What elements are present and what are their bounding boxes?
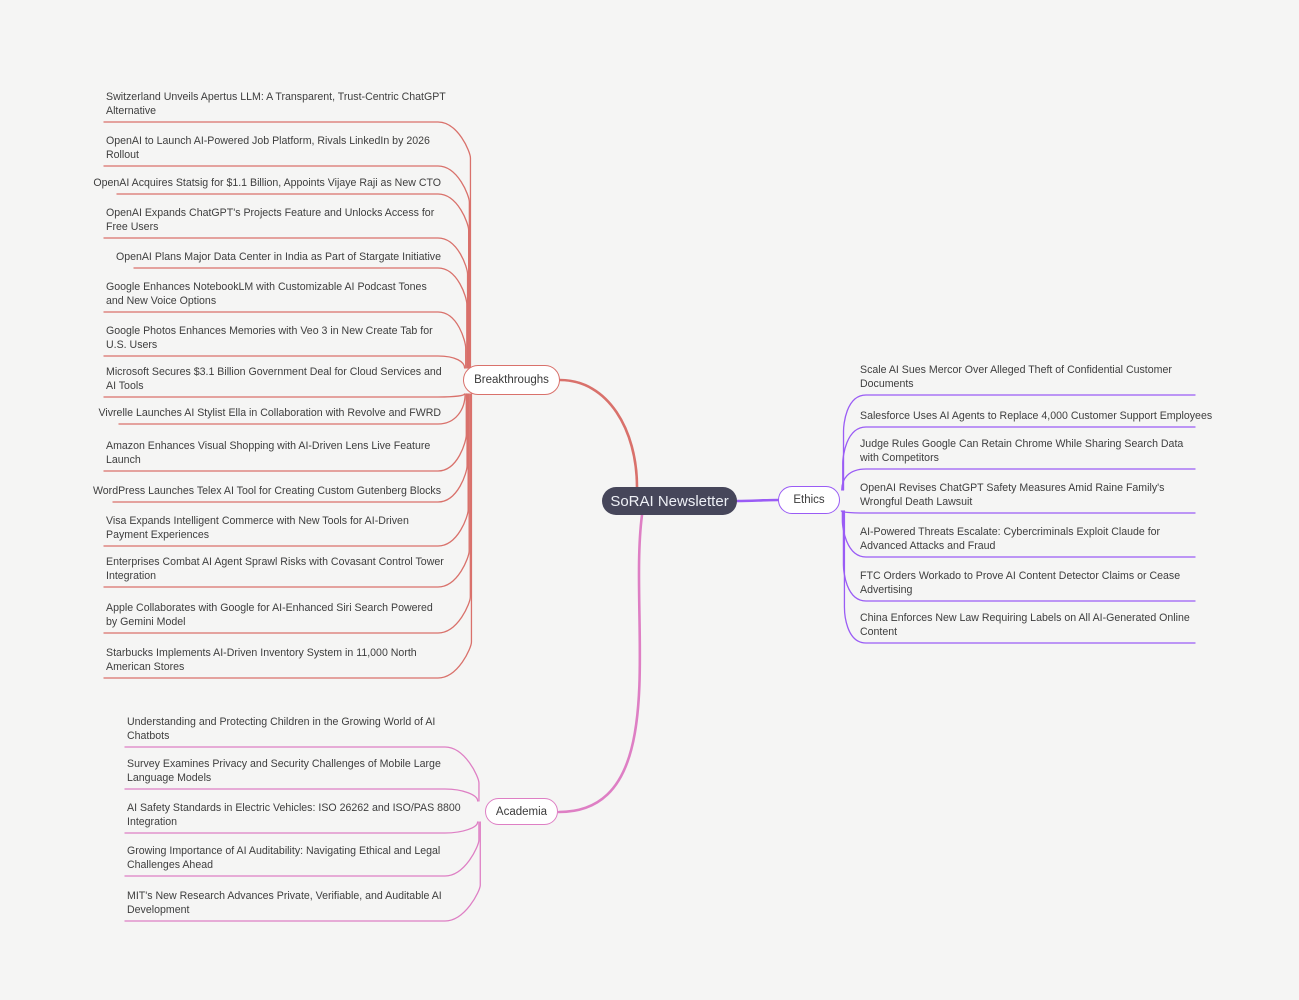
mindmap-item[interactable]: Salesforce Uses AI Agents to Replace 4,0… (860, 410, 1213, 422)
item-link (103, 393, 470, 588)
item-link (133, 267, 468, 369)
item-link (124, 746, 480, 802)
item-link (103, 237, 469, 369)
item-link (103, 393, 469, 547)
mindmap-item[interactable]: Visa Expands Intelligent Commerce with N… (106, 515, 409, 541)
item-link (842, 510, 1196, 602)
mindmap-item[interactable]: Scale AI Sues Mercor Over Alleged Theft … (860, 364, 1172, 390)
item-link (124, 821, 479, 834)
item-link (103, 121, 472, 369)
mindmap-item[interactable]: Switzerland Unveils Apertus LLM: A Trans… (106, 91, 446, 117)
item-link (103, 393, 466, 398)
mindmap-item[interactable]: Google Enhances NotebookLM with Customiz… (106, 281, 427, 307)
mindmap-item[interactable]: OpenAI Revises ChatGPT Safety Measures A… (860, 482, 1165, 508)
mindmap-item[interactable]: AI Safety Standards in Electric Vehicles… (127, 802, 461, 828)
item-link (103, 393, 467, 472)
item-link (841, 510, 1196, 558)
root-node[interactable]: SoRAI Newsletter (602, 487, 737, 515)
mindmap-item[interactable]: Starbucks Implements AI-Driven Inventory… (106, 647, 417, 673)
item-link (124, 821, 480, 877)
mindmap-item[interactable]: Amazon Enhances Visual Shopping with AI-… (106, 440, 431, 466)
branch-node-ethics[interactable]: Ethics (778, 486, 840, 514)
mindmap-item[interactable]: WordPress Launches Telex AI Tool for Cre… (92, 485, 441, 497)
item-link (118, 393, 466, 425)
mindmap-item[interactable]: OpenAI Plans Major Data Center in India … (115, 251, 441, 263)
mindmap-item[interactable]: OpenAI Acquires Statsig for $1.1 Billion… (93, 177, 441, 189)
mindmap-item[interactable]: Google Photos Enhances Memories with Veo… (106, 325, 433, 351)
item-link (842, 426, 1196, 491)
root-branch-link (735, 498, 780, 503)
mindmap-item[interactable]: Apple Collaborates with Google for AI-En… (106, 602, 433, 628)
mindmap-item[interactable]: MIT's New Research Advances Private, Ver… (127, 890, 442, 916)
item-link (116, 193, 470, 369)
root-branch-link (557, 513, 644, 814)
item-link (112, 393, 468, 503)
mindmap-item[interactable]: OpenAI to Launch AI-Powered Job Platform… (106, 135, 430, 161)
item-link (124, 788, 479, 802)
mindmap-item[interactable]: FTC Orders Workado to Prove AI Content D… (860, 570, 1181, 596)
mindmap-item[interactable]: Survey Examines Privacy and Security Cha… (127, 758, 441, 784)
root-branch-link (558, 378, 639, 489)
mindmap-item[interactable]: Growing Importance of AI Auditability: N… (127, 845, 441, 871)
item-link (124, 821, 481, 922)
mindmap-item[interactable]: Enterprises Combat AI Agent Sprawl Risks… (106, 556, 444, 582)
mindmap-item[interactable]: Judge Rules Google Can Retain Chrome Whi… (860, 438, 1184, 464)
item-link (842, 394, 1196, 491)
mindmap-item[interactable]: AI-Powered Threats Escalate: Cybercrimin… (860, 526, 1161, 552)
item-link (103, 393, 471, 634)
mindmap-item[interactable]: Vivrelle Launches AI Stylist Ella in Col… (98, 407, 442, 419)
mindmap-item[interactable]: China Enforces New Law Requiring Labels … (860, 612, 1190, 638)
branch-node-academia[interactable]: Academia (485, 798, 558, 825)
item-link (843, 510, 1196, 644)
branch-node-breakthroughs[interactable]: Breakthroughs (463, 365, 560, 395)
item-link (103, 355, 466, 369)
item-link (840, 510, 1196, 514)
item-link (103, 311, 467, 369)
mindmap-item[interactable]: Microsoft Secures $3.1 Billion Governmen… (106, 366, 442, 392)
item-link (841, 468, 1196, 491)
item-link (103, 393, 473, 679)
mindmap-item[interactable]: OpenAI Expands ChatGPT's Projects Featur… (106, 207, 435, 233)
item-link (103, 165, 470, 369)
mindmap-item[interactable]: Understanding and Protecting Children in… (127, 716, 436, 742)
